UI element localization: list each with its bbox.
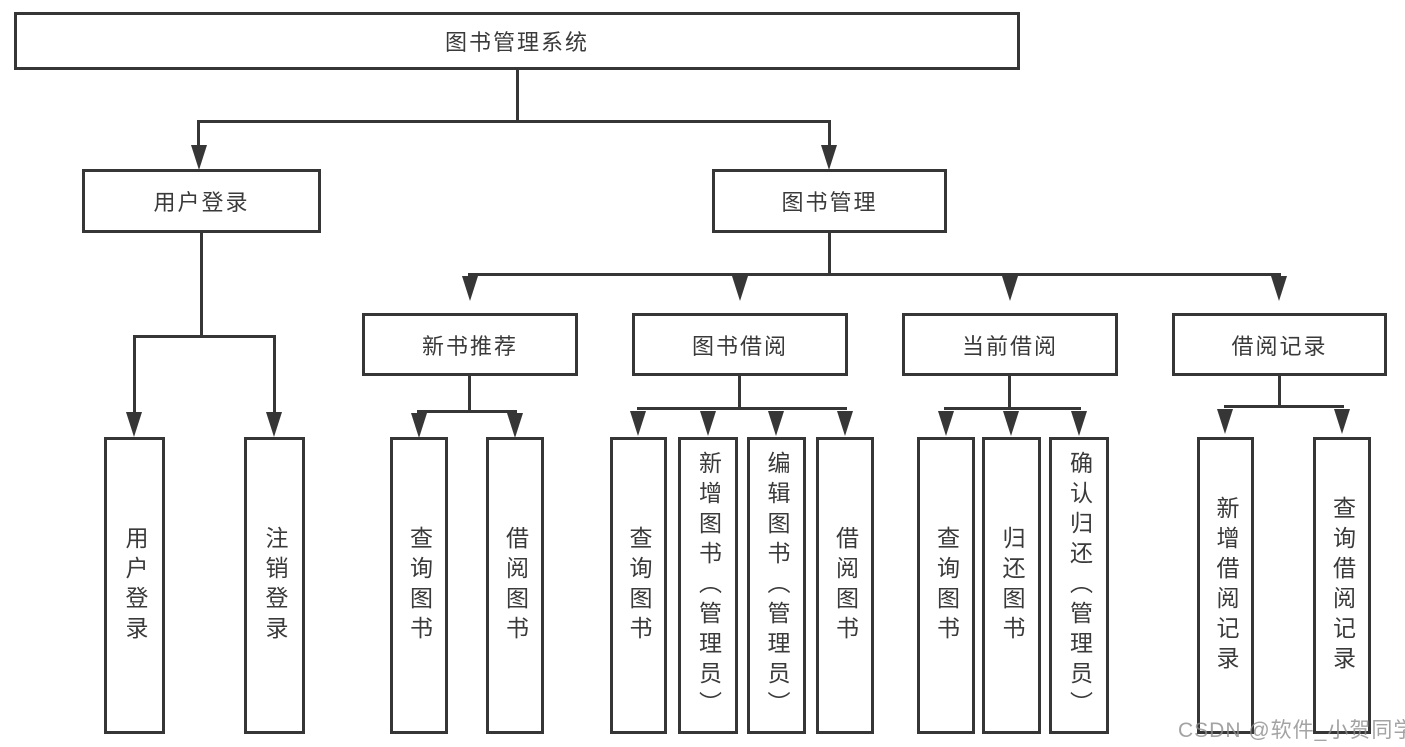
connector-drop-user-login <box>197 120 200 147</box>
arrowhead-leaf <box>1334 409 1350 434</box>
arrowhead-to-book-borrow <box>732 276 748 301</box>
connector-drop-login <box>133 335 136 412</box>
connector-book-borrow-horizontal <box>637 407 847 410</box>
connector-new-books-horizontal <box>417 410 517 413</box>
leaf-return-books: 归还图书 <box>982 437 1041 734</box>
leaf-confirm-return-admin: 确认归还（管理员） <box>1049 437 1109 734</box>
arrowhead-to-new-books <box>462 276 478 301</box>
connector-root-trunk <box>516 70 519 120</box>
node-label: 新书推荐 <box>421 333 518 359</box>
arrowhead-leaf <box>1071 411 1087 436</box>
node-user-login: 用户登录 <box>82 169 321 233</box>
connector-book-borrow-trunk <box>738 376 741 407</box>
node-label: 新增借阅记录 <box>1213 495 1239 676</box>
arrowhead-leaf <box>507 413 523 438</box>
connector-new-books-trunk <box>468 376 471 410</box>
connector-drop-book-management <box>828 120 831 147</box>
connector-user-login-trunk <box>200 233 203 335</box>
node-label: 新增图书（管理员） <box>695 450 722 721</box>
node-book-management: 图书管理 <box>712 169 947 233</box>
node-label: 查询借阅记录 <box>1329 495 1356 676</box>
leaf-user-login: 用户登录 <box>104 437 165 734</box>
node-current-borrow: 当前借阅 <box>902 313 1118 376</box>
node-label: 借阅图书 <box>502 525 529 646</box>
connector-borrow-records-trunk <box>1278 376 1281 405</box>
node-label: 查询图书 <box>406 525 433 646</box>
arrowhead-leaf <box>1217 409 1233 434</box>
node-label: 确认归还（管理员） <box>1066 450 1093 721</box>
leaf-add-books-admin: 新增图书（管理员） <box>678 437 738 734</box>
node-label: 注销登录 <box>262 525 288 646</box>
node-label: 用户登录 <box>153 190 250 215</box>
arrowhead-leaf <box>938 411 954 436</box>
arrowhead-leaf <box>411 413 427 438</box>
leaf-query-books: 查询图书 <box>390 437 448 734</box>
node-new-books: 新书推荐 <box>362 313 578 376</box>
node-label: 归还图书 <box>999 525 1025 646</box>
arrowhead-to-logout <box>266 412 282 437</box>
node-label: 图书借阅 <box>691 333 788 359</box>
node-book-borrow: 图书借阅 <box>632 313 848 376</box>
leaf-edit-books-admin: 编辑图书（管理员） <box>747 437 806 734</box>
node-label: 用户登录 <box>122 525 148 646</box>
connector-level1-horizontal <box>197 120 831 123</box>
connector-current-borrow-horizontal <box>944 407 1081 410</box>
arrowhead-leaf <box>768 411 784 436</box>
leaf-query-books: 查询图书 <box>610 437 667 734</box>
arrowhead-leaf <box>700 411 716 436</box>
csdn-watermark: CSDN @软件_小贺同学 <box>1178 719 1405 742</box>
node-label: 编辑图书（管理员） <box>764 450 790 721</box>
node-label: 借阅图书 <box>832 525 859 646</box>
connector-current-borrow-trunk <box>1008 376 1011 407</box>
leaf-borrow-books: 借阅图书 <box>486 437 544 734</box>
leaf-query-books: 查询图书 <box>917 437 975 734</box>
connector-book-management-horizontal <box>468 273 1281 276</box>
connector-user-login-horizontal <box>133 335 276 338</box>
node-label: 图书管理系统 <box>444 30 589 55</box>
leaf-borrow-books: 借阅图书 <box>816 437 874 734</box>
node-borrow-records: 借阅记录 <box>1172 313 1387 376</box>
arrowhead-to-book-management <box>821 145 837 170</box>
node-label: 当前借阅 <box>961 333 1058 359</box>
leaf-logout: 注销登录 <box>244 437 305 734</box>
node-system-root: 图书管理系统 <box>14 12 1020 70</box>
arrowhead-leaf <box>1003 411 1019 436</box>
connector-drop-logout <box>273 335 276 412</box>
arrowhead-to-user-login <box>191 145 207 170</box>
arrowhead-to-login <box>126 412 142 437</box>
arrowhead-to-current-borrow <box>1002 276 1018 301</box>
leaf-query-borrow-record: 查询借阅记录 <box>1313 437 1371 734</box>
connector-book-management-trunk <box>828 233 831 273</box>
node-label: 查询图书 <box>626 525 652 646</box>
node-label: 查询图书 <box>933 525 960 646</box>
arrowhead-leaf <box>630 411 646 436</box>
arrowhead-to-borrow-records <box>1271 276 1287 301</box>
arrowhead-leaf <box>837 411 853 436</box>
node-label: 借阅记录 <box>1231 333 1328 359</box>
connector-borrow-records-horizontal <box>1224 405 1344 408</box>
leaf-add-borrow-record: 新增借阅记录 <box>1197 437 1254 734</box>
node-label: 图书管理 <box>781 190 878 215</box>
